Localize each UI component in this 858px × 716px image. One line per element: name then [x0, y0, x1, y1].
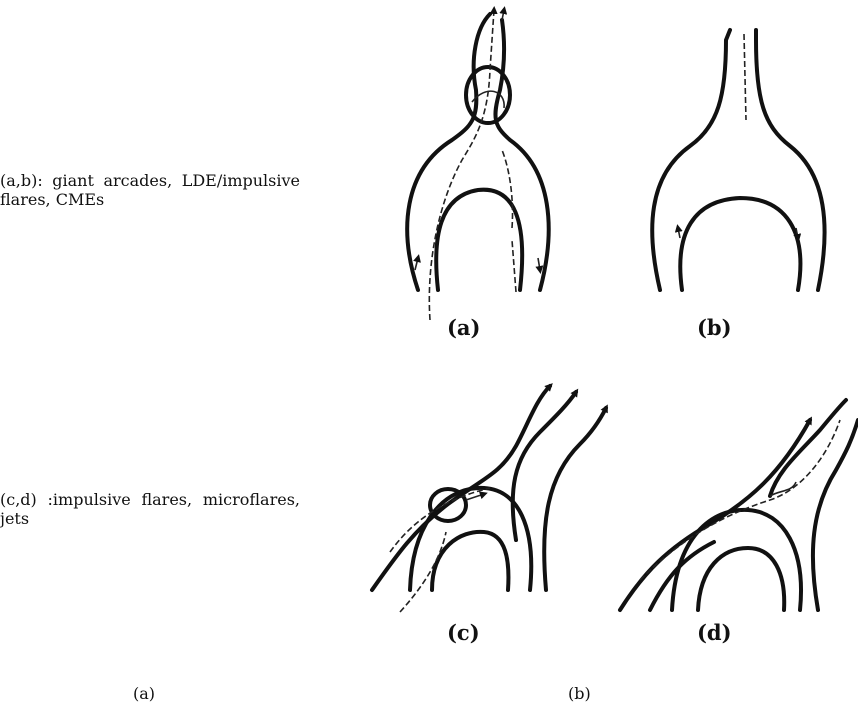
- panel-b-sketch: [652, 30, 824, 290]
- panel-label-d: (d): [697, 620, 732, 645]
- figure-label-right: (b): [568, 684, 591, 703]
- panel-c-sketch: [372, 386, 606, 612]
- panel-d-sketch: [620, 400, 858, 610]
- panel-label-a: (a): [447, 315, 480, 340]
- panel-label-c: (c): [447, 620, 480, 645]
- panel-a-sketch: [407, 10, 548, 320]
- panel-label-b: (b): [697, 315, 732, 340]
- figure-label-left: (a): [133, 684, 155, 703]
